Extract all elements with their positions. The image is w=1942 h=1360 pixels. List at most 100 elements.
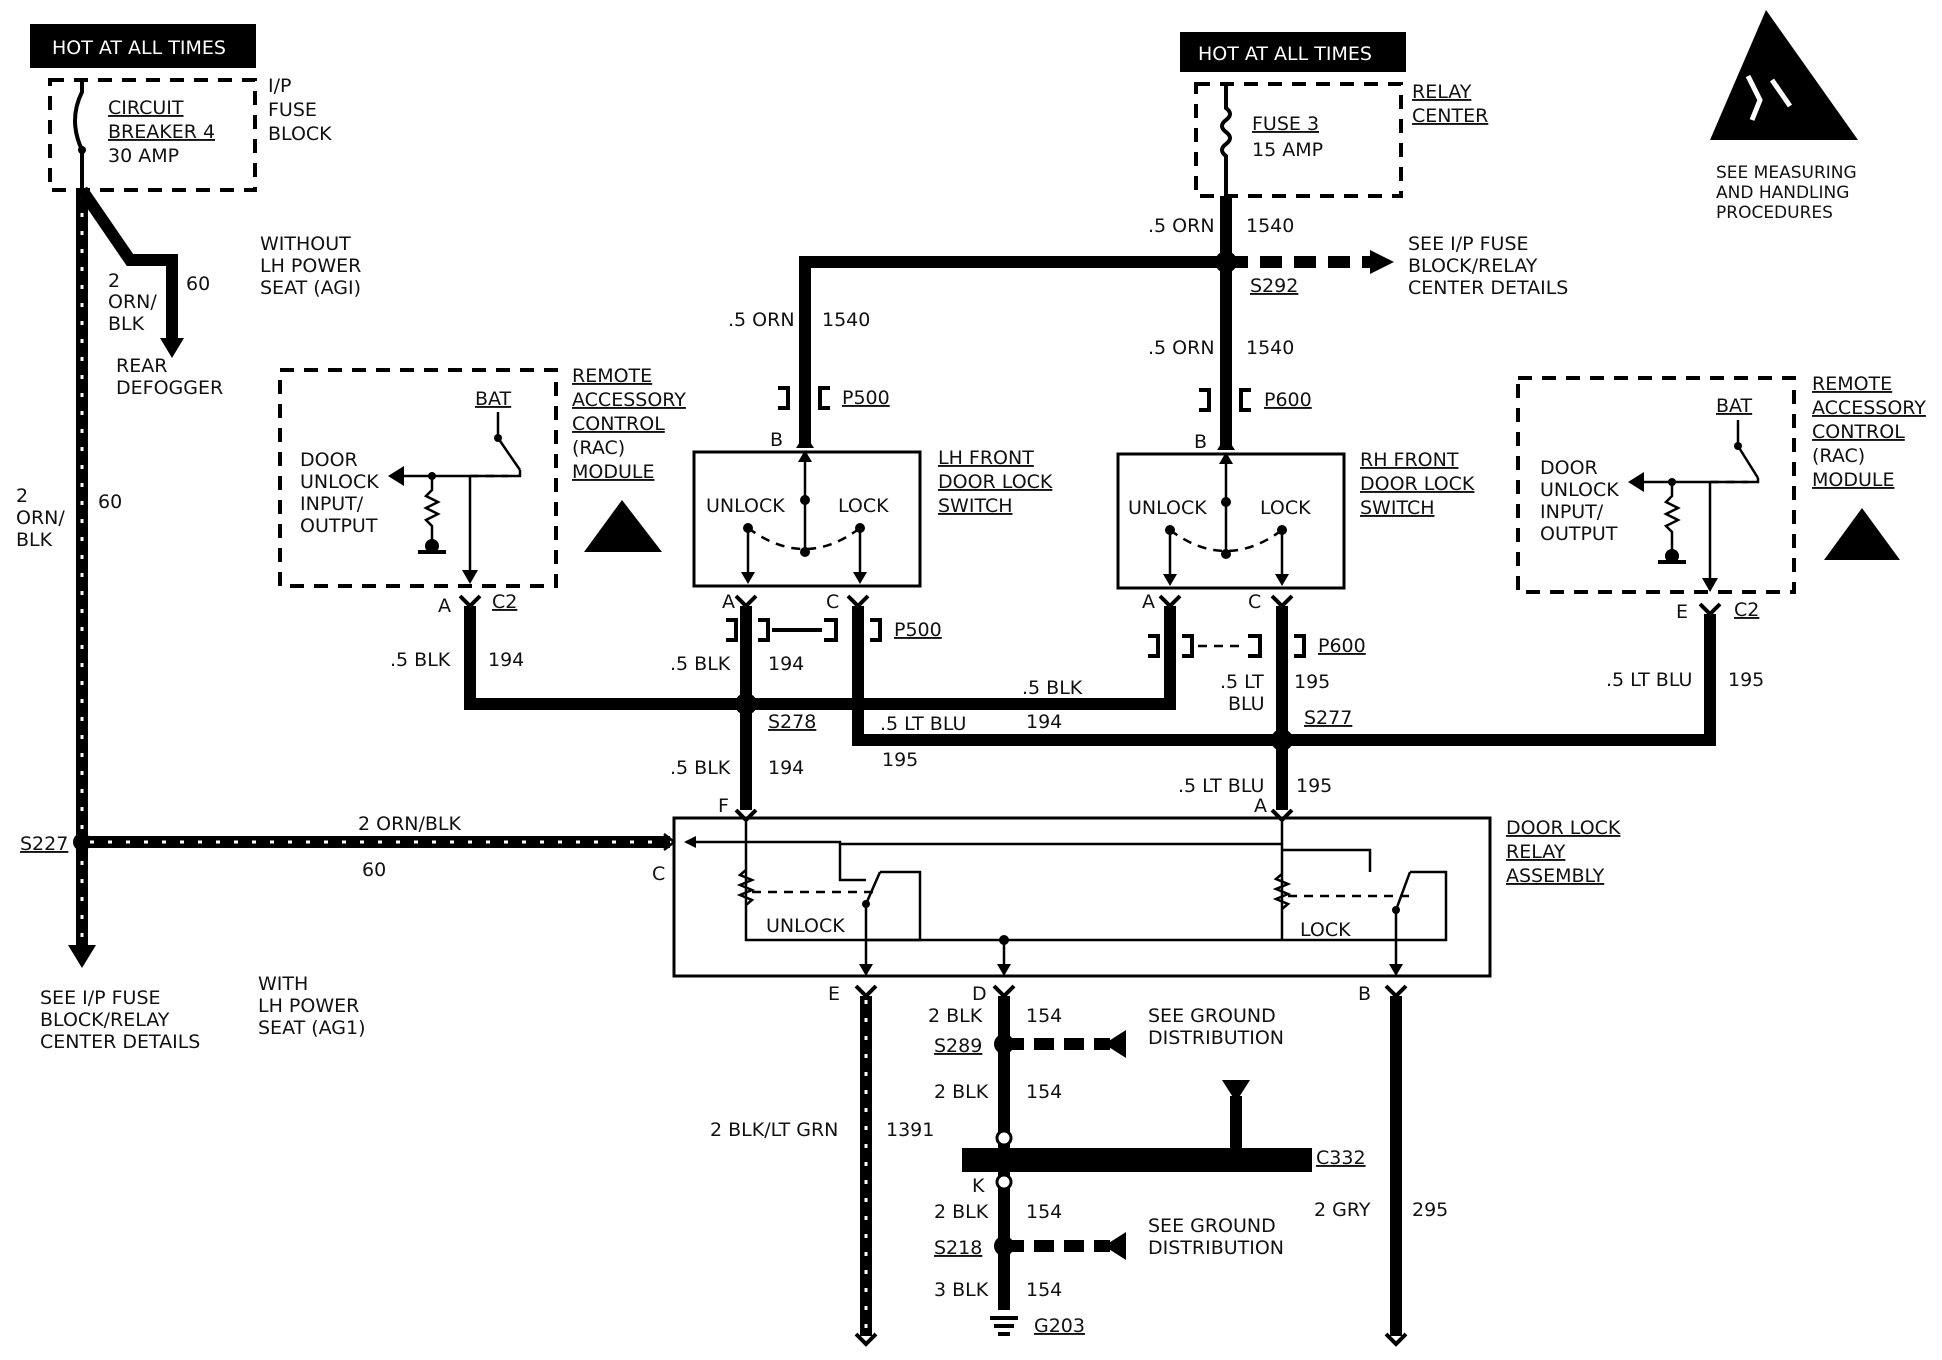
lh-switch-box [692, 450, 922, 588]
splice-s292 [1215, 251, 1237, 273]
c332-label: C332 [1316, 1147, 1366, 1169]
relay-label-2: RELAY [1506, 841, 1566, 863]
splice-s277 [1271, 729, 1293, 751]
fuse-label-1: FUSE 3 [1252, 113, 1319, 135]
without-seat-1: WITHOUT [260, 233, 351, 255]
c332-plug-icon [1222, 1080, 1250, 1102]
rac-right-bat: BAT [1716, 395, 1753, 417]
rac-left-io-2: UNLOCK [300, 471, 379, 493]
relay-center-1: RELAY [1412, 81, 1472, 103]
see-ip-right-1: SEE I/P FUSE [1408, 233, 1529, 255]
circuit-breaker-label-3: 30 AMP [108, 145, 179, 167]
defog-circuit: 60 [186, 273, 210, 295]
blk-rac-color: .5 BLK [390, 649, 451, 671]
blk-154-a-color: 2 BLK [928, 1005, 983, 1027]
p500-top-label: P500 [842, 387, 890, 409]
blk-154-a-circuit: 154 [1026, 1005, 1062, 1027]
splice-s227-label: S227 [20, 833, 68, 855]
lh-unlock: UNLOCK [706, 495, 785, 517]
circuit-breaker-label-1: CIRCUIT [108, 97, 184, 119]
ground-dist-2-line2: DISTRIBUTION [1148, 1237, 1284, 1259]
rac-right-label-2: ACCESSORY [1812, 397, 1926, 419]
ip-fuse-label-3: BLOCK [268, 123, 332, 145]
orn-a-color: .5 ORN [1148, 215, 1215, 237]
rac-right-outline [1516, 376, 1796, 594]
relay-center-2: CENTER [1412, 105, 1488, 127]
rac-right-io-2: UNLOCK [1540, 479, 1619, 501]
feed-wire-color-1: 2 [16, 485, 28, 507]
orn-b-circuit: 1540 [822, 309, 870, 331]
door-lock-relay-assembly: F A C UNLOCK LOCK DOOR LOCK RELAY [652, 795, 1621, 1005]
see-ip-left-2: BLOCK/RELAY [40, 1009, 170, 1031]
blk-down-circuit: 194 [768, 757, 804, 779]
relay-label-3: ASSEMBLY [1506, 865, 1605, 887]
c332-pin-k: K [972, 1175, 985, 1197]
lh-door-lock-switch: B UNLOCK LOCK LH FRONT DOOR LOCK SWITCH … [692, 429, 1053, 613]
rac-left-outline [278, 368, 558, 588]
rac-left-label-4: (RAC) [572, 437, 625, 459]
circuit-breaker-label-2: BREAKER 4 [108, 121, 215, 143]
rac-left-io-3: INPUT/ [300, 493, 364, 515]
ltblu-rh-color-1: .5 LT [1220, 671, 1264, 693]
left-power-source: HOT AT ALL TIMES CIRCUIT BREAKER 4 30 AM… [30, 24, 332, 192]
relay-pin-b: B [1358, 983, 1371, 1005]
relay-box [672, 816, 1492, 978]
feed-horiz-circuit: 60 [362, 859, 386, 881]
relay-pin-f: F [718, 795, 729, 817]
blk-154-b-circuit: 154 [1026, 1081, 1062, 1103]
blk-154-b-color: 2 BLK [934, 1081, 989, 1103]
rh-label-2: DOOR LOCK [1360, 473, 1475, 495]
esd-notice-3: PROCEDURES [1716, 203, 1833, 223]
lh-pin-b: B [770, 429, 783, 451]
see-ip-right-arrow [1370, 250, 1394, 274]
orn-c-circuit: 1540 [1246, 337, 1294, 359]
rac-right-io-3: INPUT/ [1540, 501, 1604, 523]
ltblu-down-color: .5 LT BLU [1178, 775, 1264, 797]
defog-wire-color-2: ORN/ [108, 291, 157, 313]
relay-pin-c: C [652, 863, 665, 885]
ground-dist-2-line1: SEE GROUND [1148, 1215, 1276, 1237]
lh-pin-c: C [826, 591, 839, 613]
orn-a-circuit: 1540 [1246, 215, 1294, 237]
circuit-breaker-symbol [73, 80, 84, 190]
rac-module-right: BAT DOOR UNLOCK INPUT/ OUTPUT REMOTE ACC… [1516, 373, 1926, 623]
blk-rac-circuit: 194 [488, 649, 524, 671]
rac-right-io-4: OUTPUT [1540, 523, 1618, 545]
ltblu-rac-circuit: 195 [1728, 669, 1764, 691]
blk-154-d-color: 3 BLK [934, 1279, 989, 1301]
rh-pin-c: C [1248, 591, 1261, 613]
signal-wiring: S278 S277 P500 P600 .5 BLK 194 .5 BLK 19… [390, 594, 1764, 810]
splice-s292-label: S292 [1250, 275, 1298, 297]
rh-unlock: UNLOCK [1128, 497, 1207, 519]
rac-right-label-3: CONTROL [1812, 421, 1905, 443]
ip-fuse-label-1: I/P [268, 75, 291, 97]
with-seat-1: WITH [258, 973, 308, 995]
esd-notice-1: SEE MEASURING [1716, 163, 1857, 183]
rear-defogger-2: DEFOGGER [116, 377, 223, 399]
splice-s278 [735, 693, 757, 715]
ground-dist-1-line1: SEE GROUND [1148, 1005, 1276, 1027]
feed-horiz-color: 2 ORN/BLK [358, 813, 462, 835]
gry-circuit: 295 [1412, 1199, 1448, 1221]
rear-defogger-1: REAR [116, 355, 167, 377]
ground-dist-1-line2: DISTRIBUTION [1148, 1027, 1284, 1049]
ground-dist-arrow-2 [1104, 1232, 1126, 1260]
feed-wire-circuit: 60 [98, 491, 122, 513]
rac-left-pin-a: A [438, 595, 451, 617]
lh-label-2: DOOR LOCK [938, 471, 1053, 493]
see-ip-left-3: CENTER DETAILS [40, 1031, 200, 1053]
lh-pin-a: A [722, 591, 735, 613]
esd-warning-icon [1710, 10, 1858, 140]
relay-unlock: UNLOCK [766, 915, 845, 937]
left-hot-banner [30, 24, 256, 68]
with-seat-3: SEAT (AG1) [258, 1017, 366, 1039]
ip-fuse-label-2: FUSE [268, 99, 317, 121]
feed-wire-60: 2 ORN/ BLK 60 WITHOUT LH POWER SEAT (AGI… [16, 186, 670, 1053]
relay-lock: LOCK [1300, 919, 1351, 941]
feed-wire-color-3: BLK [16, 529, 53, 551]
ltblu-lh-circuit-194: 194 [1026, 711, 1062, 733]
orn-1540-wiring: S292 .5 ORN 1540 .5 ORN 1540 .5 ORN 1540… [728, 196, 1568, 448]
c332-connector [962, 1148, 1312, 1172]
relay-center-outline [1194, 82, 1403, 198]
